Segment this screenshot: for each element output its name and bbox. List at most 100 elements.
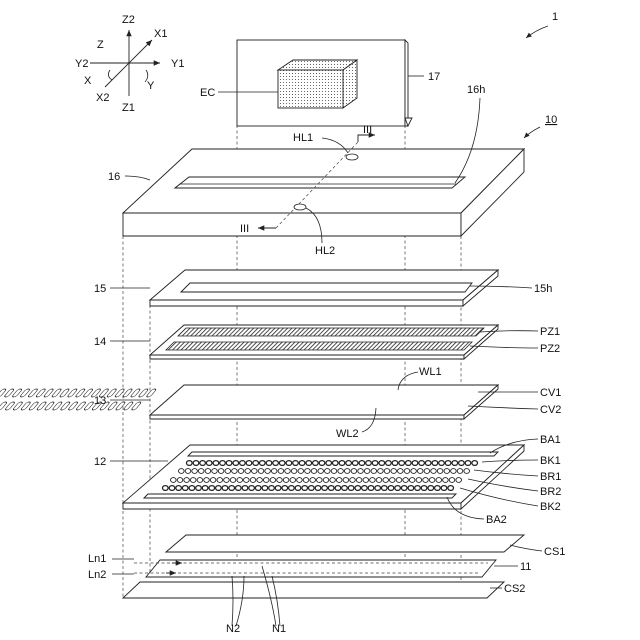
- figure-number-callout: 1: [526, 11, 558, 38]
- bk1-ring: [419, 461, 425, 466]
- label-15: 15: [94, 283, 106, 295]
- br1-ring: [451, 469, 457, 474]
- bar-ba1: [188, 452, 498, 456]
- bk1-ring: [306, 461, 312, 466]
- bk1-ring: [220, 461, 226, 466]
- br1-ring: [464, 469, 470, 474]
- bk2-ring: [255, 486, 261, 491]
- label-ba1: BA1: [540, 434, 561, 446]
- bk2-ring: [348, 486, 354, 491]
- label-br1: BR1: [540, 471, 561, 483]
- frame-15: 15 15h: [94, 270, 552, 306]
- label-n1: N1: [272, 623, 286, 635]
- hole-16h: [175, 177, 465, 188]
- piezo-pz2: [166, 342, 472, 350]
- bk2-ring: [342, 486, 348, 491]
- bk1-ring: [392, 461, 398, 466]
- label-ec: EC: [200, 87, 215, 99]
- bk2-ring: [196, 486, 202, 491]
- bk1-ring: [200, 461, 206, 466]
- br2-ring: [257, 478, 263, 483]
- label-cs1: CS1: [544, 546, 565, 558]
- label-15h: 15h: [534, 283, 552, 295]
- bk1-ring: [399, 461, 405, 466]
- bar-ba2: [144, 494, 456, 498]
- bk2-ring: [269, 486, 275, 491]
- slot-row-cv1: [0, 389, 157, 397]
- br2-ring: [323, 478, 329, 483]
- sheet-cs2-top: [123, 582, 504, 598]
- br1-ring: [378, 469, 384, 474]
- label-ln2: Ln2: [88, 569, 106, 581]
- axis-label-z: Z: [97, 39, 104, 51]
- sheet-13: 13 WL1 WL2 CV1 CV2: [0, 366, 561, 440]
- bk1-ring: [213, 461, 219, 466]
- br2-ring: [237, 478, 243, 483]
- br2-ring: [224, 478, 230, 483]
- bk1-ring: [260, 461, 266, 466]
- br2-ring: [370, 478, 376, 483]
- coordinate-axes: Z2 Z X1 Y2 Y1 X Y X2 Z1: [75, 14, 184, 114]
- bk1-ring: [187, 461, 193, 466]
- br1-ring: [238, 469, 244, 474]
- bk1-ring: [326, 461, 332, 466]
- bk1-ring: [233, 461, 239, 466]
- bk2-ring: [275, 486, 281, 491]
- br2-ring: [204, 478, 210, 483]
- figure-number: 1: [552, 11, 558, 23]
- sheet-cs1-top: [166, 535, 524, 552]
- hole-hl2: [294, 204, 306, 210]
- bk2-ring: [401, 486, 407, 491]
- br1-ring: [185, 469, 191, 474]
- plate-16-front: [123, 213, 461, 236]
- bk1-ring: [266, 461, 272, 466]
- br1-ring: [437, 469, 443, 474]
- bk2-ring: [216, 486, 222, 491]
- label-bk2: BK2: [540, 501, 561, 513]
- label-16h: 16h: [467, 84, 485, 96]
- br2-ring: [403, 478, 409, 483]
- br2-ring: [210, 478, 216, 483]
- br1-ring: [371, 469, 377, 474]
- label-iii-top: III: [363, 124, 372, 136]
- bk2-ring: [415, 486, 421, 491]
- br2-ring: [317, 478, 323, 483]
- label-17: 17: [428, 71, 440, 83]
- br1-ring: [344, 469, 350, 474]
- br1-ring: [311, 469, 317, 474]
- axis-label-x2: X2: [96, 92, 109, 104]
- layer-11: Ln1 Ln2 11: [88, 553, 531, 581]
- br2-ring: [230, 478, 236, 483]
- br1-ring: [398, 469, 404, 474]
- bk1-ring: [313, 461, 319, 466]
- br2-ring: [303, 478, 309, 483]
- bk2-ring: [236, 486, 242, 491]
- br1-ring: [358, 469, 364, 474]
- bk1-ring: [472, 461, 478, 466]
- br1-ring: [285, 469, 291, 474]
- bk2-ring: [289, 486, 295, 491]
- bk1-ring: [299, 461, 305, 466]
- br2-ring: [336, 478, 342, 483]
- ec-component: [278, 60, 357, 108]
- hole-15h: [181, 283, 472, 292]
- bk2-ring: [395, 486, 401, 491]
- br2-ring: [177, 478, 183, 483]
- br1-ring: [298, 469, 304, 474]
- br2-ring: [171, 478, 177, 483]
- bk1-ring: [346, 461, 352, 466]
- bk1-ring: [193, 461, 199, 466]
- bk1-ring: [273, 461, 279, 466]
- br1-ring: [252, 469, 258, 474]
- label-iii-bottom: III: [240, 223, 249, 235]
- bk1-ring: [379, 461, 385, 466]
- br1-ring: [411, 469, 417, 474]
- br2-ring: [429, 478, 435, 483]
- label-hl1: HL1: [293, 132, 313, 144]
- bk2-ring: [169, 486, 175, 491]
- bk1-ring: [226, 461, 232, 466]
- br1-ring: [338, 469, 344, 474]
- br1-ring: [232, 469, 238, 474]
- sheet-12: 12 BA1 BK1 BR1 BR2 BK2 BA2: [94, 434, 561, 526]
